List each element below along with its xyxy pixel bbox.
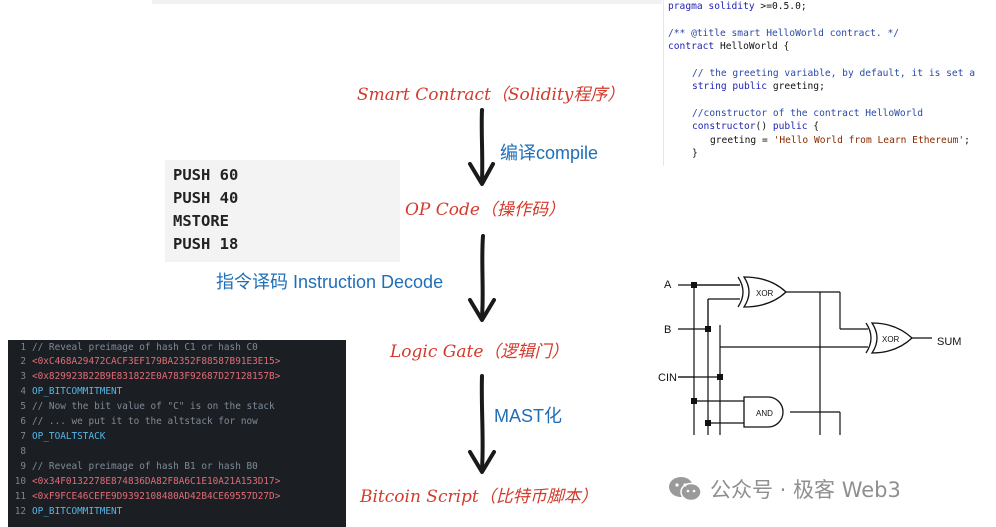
stage-smart-contract: Smart Contract（Solidity程序） — [357, 85, 625, 105]
contract-keyword: contract — [668, 41, 715, 52]
gate-and-label: AND — [756, 409, 773, 418]
gate-xor1-label: XOR — [756, 289, 774, 298]
line-number: 1 — [20, 342, 26, 353]
stage-bitcoin-script: Bitcoin Script（比特币脚本） — [360, 487, 598, 507]
solidity-code-panel: pragma solidity >=0.5.0; /** @title smar… — [663, 0, 996, 166]
arrow-decode — [468, 234, 496, 322]
wechat-icon — [669, 477, 702, 502]
line-number: 3 — [20, 371, 26, 382]
script-line: 6 // ... we put it to the altstack for no… — [8, 416, 258, 430]
opcode-line: PUSH 60 — [173, 166, 239, 184]
script-text: // Reveal preimage of hash C1 or hash C0 — [32, 342, 258, 353]
gate-xor2-label: XOR — [882, 335, 900, 344]
script-line: 2 <0xC468A29472CACF3EF179BA2352F88587B91E… — [8, 356, 280, 370]
opcode-line: MSTORE — [173, 212, 229, 230]
script-line: 8 — [8, 446, 32, 460]
line-number: 8 — [20, 446, 26, 457]
opcode-line: PUSH 40 — [173, 189, 239, 207]
arrow-mast — [468, 374, 496, 474]
watermark-text: 公众号 · 极客 Web3 — [710, 478, 901, 502]
script-text: OP_TOALTSTACK — [32, 431, 106, 442]
greeting-string: 'Hello World from Learn Ethereum' — [773, 135, 965, 146]
opcode-panel: PUSH 60 PUSH 40 MSTORE PUSH 18 — [165, 160, 400, 262]
code-line-greeting-decl: string public greeting; — [692, 81, 825, 92]
script-line: 1 // Reveal preimage of hash C1 or hash C… — [8, 342, 258, 356]
transform-mast-label: MAST化 — [494, 406, 563, 426]
code-line-constructor-comment: //constructor of the contract HelloWorld — [692, 108, 924, 119]
code-line-assignment: greeting = 'Hello World from Learn Ether… — [710, 135, 970, 146]
pragma-version: >=0.5.0; — [760, 1, 807, 12]
circuit-label-cin: CIN — [658, 372, 677, 384]
script-text: <0xF9FCE46CEFE9D9392108480AD42B4CE69557D… — [32, 491, 281, 502]
line-number: 7 — [20, 431, 26, 442]
transform-compile-label: 编译compile — [500, 143, 599, 163]
code-line-constructor: constructor() public { — [692, 121, 819, 132]
watermark: 公众号 · 极客 Web3 — [668, 474, 978, 504]
script-line: 4 OP_BITCOMMITMENT — [8, 386, 122, 400]
script-text: // Now the bit value of "C" is on the st… — [32, 401, 275, 412]
line-number: 11 — [14, 491, 26, 502]
script-text: OP_BITCOMMITMENT — [32, 386, 123, 397]
semicolon: ; — [964, 135, 970, 146]
script-line: 11 <0xF9FCE46CEFE9D9392108480AD42B4CE6955… — [8, 491, 281, 505]
script-text: <0x829923B22B9E831822E0A783F92687D271281… — [32, 371, 281, 382]
line-number: 2 — [20, 356, 26, 367]
public-keyword: public — [772, 121, 808, 132]
top-image-strip — [152, 0, 662, 4]
constructor-keyword: constructor — [692, 121, 756, 132]
assignment-lhs: greeting = — [710, 135, 774, 146]
script-text: <0xC468A29472CACF3EF179BA2352F88587B91E3… — [32, 356, 281, 367]
script-line: 10 <0x34F0132278E874836DA82F8A6C1E10A21A1… — [8, 476, 281, 490]
pragma-keyword: pragma solidity — [668, 1, 761, 12]
code-line-close-brace: } — [692, 148, 698, 159]
string-keyword: string public — [692, 81, 768, 92]
stage-op-code: OP Code（操作码） — [405, 200, 565, 220]
line-number: 5 — [20, 401, 26, 412]
bitcoin-script-panel: 1 // Reveal preimage of hash C1 or hash C… — [8, 340, 346, 527]
code-line-pragma: pragma solidity >=0.5.0; — [668, 1, 807, 12]
circuit-label-a: A — [664, 279, 672, 291]
code-line-title-comment: /** @title smart HelloWorld contract. */ — [668, 28, 900, 39]
script-text: OP_BITCOMMITMENT — [32, 506, 123, 517]
script-line: 9 // Reveal preimage of hash B1 or hash B… — [8, 461, 258, 475]
code-line-greeting-comment: // the greeting variable, by default, it… — [692, 68, 976, 79]
script-line: 7 OP_TOALTSTACK — [8, 431, 105, 445]
script-line: 5 // Now the bit value of "C" is on the s… — [8, 401, 275, 415]
circuit-label-sum: SUM — [937, 336, 961, 348]
stage-logic-gate: Logic Gate（逻辑门） — [390, 342, 569, 362]
line-number: 12 — [14, 506, 26, 517]
line-number: 10 — [14, 476, 26, 487]
open-brace: { — [807, 121, 820, 132]
script-text: // ... we put it to the altstack for now — [32, 416, 258, 427]
transform-decode-label: 指令译码 Instruction Decode — [216, 272, 444, 292]
opcode-line: PUSH 18 — [173, 235, 239, 253]
contract-name: HelloWorld { — [714, 41, 790, 52]
code-line-contract: contract HelloWorld { — [668, 41, 789, 52]
greeting-var: greeting; — [767, 81, 825, 92]
logic-circuit-diagram: A B CIN — [640, 265, 996, 435]
constructor-parens: () — [755, 121, 773, 132]
script-text: // Reveal preimage of hash B1 or hash B0 — [32, 461, 258, 472]
script-line: 12 OP_BITCOMMITMENT — [8, 506, 123, 520]
line-number: 4 — [20, 386, 26, 397]
line-number: 9 — [20, 461, 26, 472]
script-line: 3 <0x829923B22B9E831822E0A783F92687D27128… — [8, 371, 280, 385]
arrow-compile — [468, 108, 495, 186]
script-text: <0x34F0132278E874836DA82F8A6C1E10A21A153… — [32, 476, 281, 487]
line-number: 6 — [20, 416, 26, 427]
circuit-label-b: B — [664, 324, 671, 336]
